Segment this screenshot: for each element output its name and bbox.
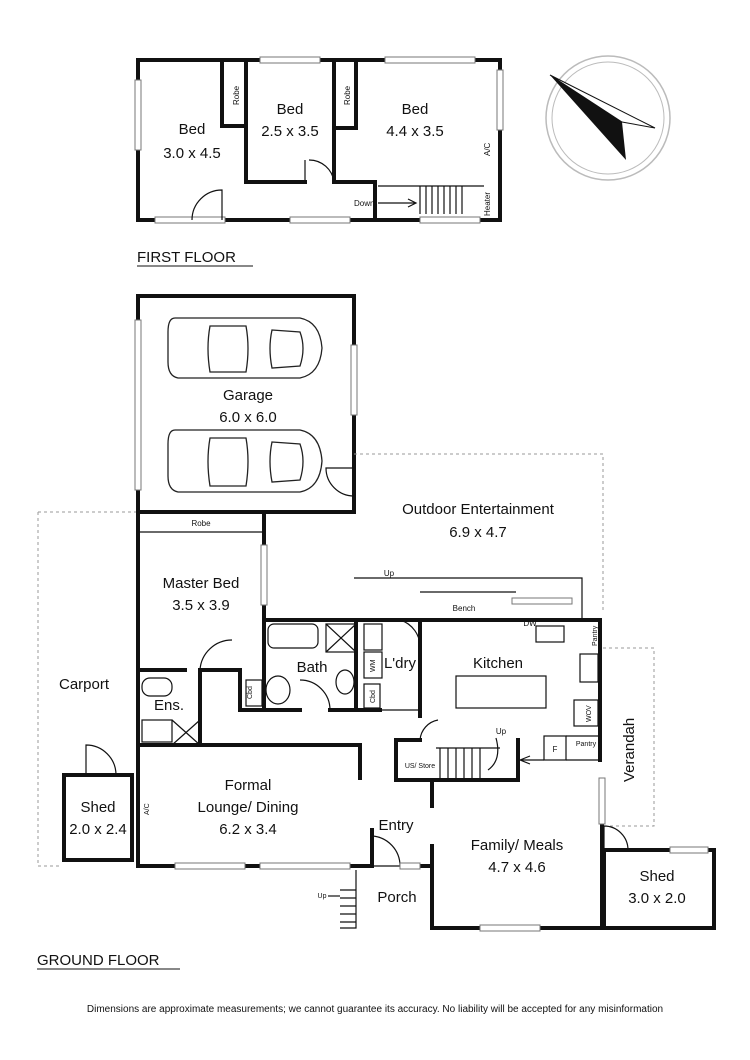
wm-label: WM bbox=[370, 659, 377, 672]
first-floor-plan: Bed 3.0 x 4.5 Bed 2.5 x 3.5 Bed 4.4 x 3.… bbox=[134, 56, 504, 224]
ground-floor-plan: Garage 6.0 x 6.0 Outdoor Entertainment 6… bbox=[37, 294, 716, 932]
up-stair-label: Up bbox=[496, 727, 507, 736]
outdoor-size: 6.9 x 4.7 bbox=[449, 524, 507, 541]
pantry-label-2: Pantry bbox=[576, 741, 597, 748]
up-outdoor-label: Up bbox=[384, 569, 395, 578]
bed2-size: 2.5 x 3.5 bbox=[261, 123, 319, 140]
master-name: Master Bed bbox=[163, 575, 240, 592]
lounge-name: Formal bbox=[225, 777, 272, 794]
verandah-name: Verandah bbox=[621, 718, 638, 782]
fridge-label: F bbox=[553, 745, 558, 754]
compass-north-arrow-icon bbox=[545, 55, 671, 181]
laundry-name: L'dry bbox=[384, 655, 417, 672]
disclaimer-text: Dimensions are approximate measurements;… bbox=[87, 1004, 663, 1015]
porch-name: Porch bbox=[377, 889, 416, 906]
cbd-label-1: Cbd bbox=[247, 686, 254, 699]
car-icon bbox=[167, 429, 323, 493]
cbd-label-2: Cbd bbox=[370, 690, 377, 703]
us-store-label: US/ Store bbox=[405, 763, 435, 770]
down-label: Down bbox=[354, 199, 374, 208]
bath-name: Bath bbox=[297, 659, 328, 676]
ac-label-first: A/C bbox=[483, 142, 492, 156]
kitchen-name: Kitchen bbox=[473, 655, 523, 672]
family-name: Family/ Meals bbox=[471, 837, 564, 854]
ac-label-ground: A/C bbox=[144, 803, 151, 815]
bed3-name: Bed bbox=[402, 101, 429, 118]
shed-left-size: 2.0 x 2.4 bbox=[69, 821, 127, 838]
lounge-size: 6.2 x 3.4 bbox=[219, 821, 277, 838]
bed1-size: 3.0 x 4.5 bbox=[163, 145, 221, 162]
ground-floor-heading: GROUND FLOOR bbox=[37, 952, 160, 969]
shed-left-name: Shed bbox=[80, 799, 115, 816]
bed3-size: 4.4 x 3.5 bbox=[386, 123, 444, 140]
first-floor-stair bbox=[378, 185, 484, 214]
garage-size: 6.0 x 6.0 bbox=[219, 409, 277, 426]
up-porch-label: Up bbox=[318, 893, 327, 900]
robe-label-a: Robe bbox=[232, 85, 241, 105]
heater-label: Heater bbox=[483, 192, 492, 216]
outdoor-name: Outdoor Entertainment bbox=[402, 501, 555, 518]
bed1-name: Bed bbox=[179, 121, 206, 138]
carport-name: Carport bbox=[59, 676, 110, 693]
shed-right-size: 3.0 x 2.0 bbox=[628, 890, 686, 907]
bench-label: Bench bbox=[453, 604, 476, 613]
wov-label: WOV bbox=[586, 705, 593, 722]
robe-label-ground: Robe bbox=[191, 519, 211, 528]
ens-name: Ens. bbox=[154, 697, 184, 714]
family-size: 4.7 x 4.6 bbox=[488, 859, 546, 876]
lounge-name-2: Lounge/ Dining bbox=[198, 799, 299, 816]
bed2-name: Bed bbox=[277, 101, 304, 118]
shed-right-name: Shed bbox=[639, 868, 674, 885]
car-icon bbox=[167, 317, 323, 379]
dw-label: DW bbox=[523, 619, 537, 628]
robe-label-b: Robe bbox=[343, 85, 352, 105]
first-floor-heading: FIRST FLOOR bbox=[137, 249, 236, 266]
garage-name: Garage bbox=[223, 387, 273, 404]
pantry-label-1: Pantry bbox=[592, 625, 599, 646]
entry-name: Entry bbox=[378, 817, 414, 834]
master-size: 3.5 x 3.9 bbox=[172, 597, 230, 614]
